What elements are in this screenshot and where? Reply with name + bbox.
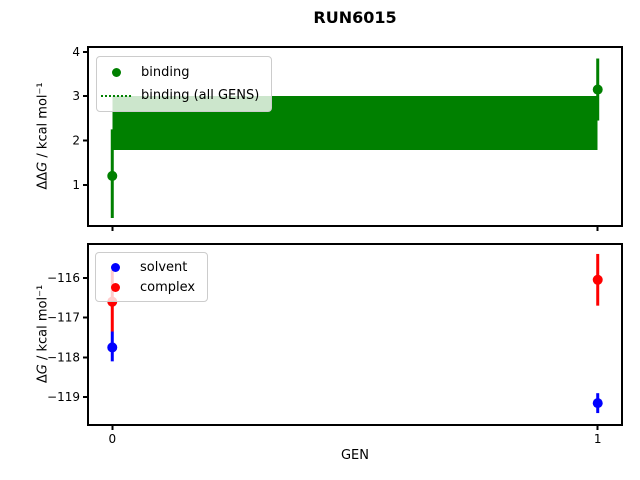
data-point-binding <box>107 170 118 181</box>
legend-marker-area <box>99 94 133 97</box>
y-tick-label: −116 <box>47 271 80 285</box>
legend-marker-area <box>98 262 132 272</box>
axes-frame-binding <box>87 46 623 227</box>
legend-item-binding: binding <box>99 61 259 84</box>
dotted-line-icon <box>101 94 131 97</box>
ylabel-units: / kcal mol⁻¹ <box>35 82 51 162</box>
ylabel-prefix: Δ <box>35 374 51 384</box>
legend-item-complex: complex <box>98 277 195 297</box>
free-energy-y-axis-label: ΔG / kcal mol⁻¹ <box>36 285 51 383</box>
ylabel-symbol: G <box>35 364 51 375</box>
binding-y-axis-label: ΔΔG / kcal mol⁻¹ <box>36 82 51 189</box>
legend-label: complex <box>140 279 196 295</box>
x-axis-label: GEN <box>340 448 369 463</box>
y-tick-label: 3 <box>72 89 80 103</box>
axes-frame-free-energy <box>87 243 623 426</box>
y-tick-label: 2 <box>72 133 80 147</box>
data-point-solvent <box>592 398 603 409</box>
ylabel-units: / kcal mol⁻¹ <box>35 284 51 365</box>
binding-dot-icon <box>111 68 121 77</box>
ylabel-symbol: G <box>35 161 51 172</box>
data-point-solvent <box>107 342 118 353</box>
x-tick-label: 1 <box>594 432 602 446</box>
legend-label: binding <box>141 65 190 80</box>
solvent-dot-icon <box>110 262 120 272</box>
legend-item-binding-all-gens: binding (all GENS) <box>99 84 259 107</box>
legend-marker-area <box>99 68 133 77</box>
data-point-binding <box>592 84 603 95</box>
legend-label: solvent <box>140 259 188 275</box>
complex-dot-icon <box>110 282 120 292</box>
legend-item-solvent: solvent <box>98 257 195 277</box>
y-tick-label: −118 <box>47 350 80 364</box>
legend-label: binding (all GENS) <box>141 88 260 103</box>
y-tick-label: 4 <box>72 45 80 59</box>
y-tick-label: 1 <box>72 178 80 192</box>
y-tick-label: −119 <box>47 390 80 404</box>
y-tick-label: −117 <box>47 311 80 325</box>
figure-title: RUN6015 <box>313 8 397 27</box>
ylabel-prefix: ΔΔ <box>35 171 51 190</box>
data-point-complex <box>592 274 603 285</box>
binding-legend: binding binding (all GENS) <box>96 56 273 112</box>
legend-marker-area <box>98 282 132 292</box>
x-tick-label: 0 <box>108 432 116 446</box>
free-energy-legend: solvent complex <box>95 252 209 302</box>
